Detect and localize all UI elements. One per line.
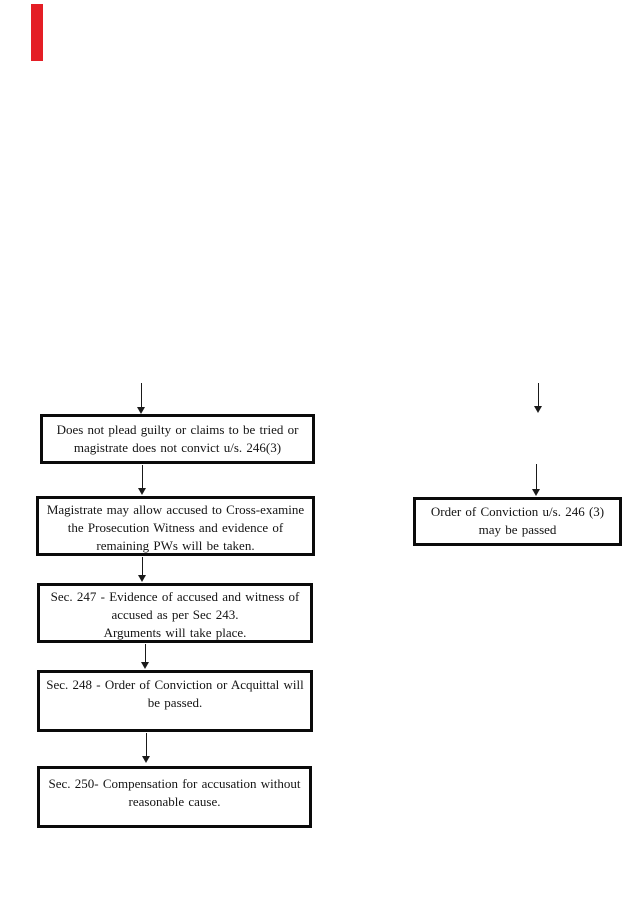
arrowhead-icon [534,406,542,413]
flow-box-text: Arguments will take place. [103,625,247,640]
down-arrow-into-plea-box [137,383,146,414]
arrow-shaft [141,383,143,408]
flow-box-order-of-conviction: Order of Conviction u/s. 246 (3) may be … [413,497,622,546]
down-arrow-right-upper [534,383,543,413]
flow-box-text: remaining PWs will be taken. [96,538,255,553]
flow-box-text: the Prosecution Witness and evidence of [67,520,284,535]
arrowhead-icon [532,489,540,496]
arrowhead-icon [138,488,146,495]
flow-box-text: Magistrate may allow accused to Cross-ex… [46,502,305,517]
flow-box-sec-247-evidence: Sec. 247 - Evidence of accused and witne… [37,583,313,643]
flow-box-text: Order of Conviction u/s. 246 (3) [430,504,605,519]
arrow-shaft [146,733,148,757]
arrowhead-icon [141,662,149,669]
flow-box-sec-248-order: Sec. 248 - Order of Conviction or Acquit… [37,670,313,732]
flow-box-text: Sec. 248 - Order of Conviction or Acquit… [46,677,304,692]
flow-box-text: magistrate does not convict u/s. 246(3) [73,440,282,455]
down-arrow-plea-to-crossexamine [138,465,147,495]
down-arrow-crossexamine-to-sec247 [138,557,147,582]
red-accent-bar [31,4,43,61]
flow-box-text: be passed. [147,695,203,710]
arrowhead-icon [142,756,150,763]
arrowhead-icon [138,575,146,582]
arrow-shaft [536,464,538,490]
down-arrow-sec247-to-sec248 [141,644,150,669]
flow-box-text: Does not plead guilty or claims to be tr… [56,422,299,437]
arrowhead-icon [137,407,145,414]
flow-box-text: accused as per Sec 243. [111,607,239,622]
flow-box-text: reasonable cause. [128,794,221,809]
down-arrow-into-conviction-box [532,464,541,496]
down-arrow-sec248-to-sec250 [142,733,151,763]
flow-box-text: Sec. 247 - Evidence of accused and witne… [50,589,300,604]
flow-box-cross-examine: Magistrate may allow accused to Cross-ex… [36,496,315,556]
arrow-shaft [142,557,144,576]
flow-box-text: may be passed [478,522,557,537]
flow-box-sec-250-compensation: Sec. 250- Compensation for accusation wi… [37,766,312,828]
flow-box-text: Sec. 250- Compensation for accusation wi… [48,776,301,791]
arrow-shaft [142,465,144,489]
arrow-shaft [145,644,147,663]
flow-box-no-guilty-plea: Does not plead guilty or claims to be tr… [40,414,315,464]
arrow-shaft [538,383,540,407]
